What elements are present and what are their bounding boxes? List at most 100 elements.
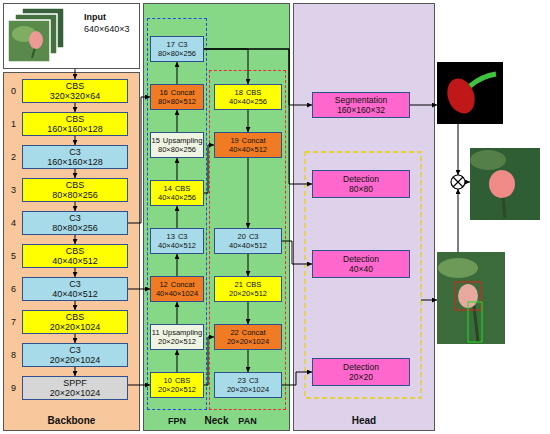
detection-image — [437, 252, 505, 344]
connector — [204, 337, 214, 385]
layer-number: 2 — [8, 152, 19, 162]
input-box: Input640×640×3 — [3, 3, 140, 69]
input-title: Input — [84, 11, 139, 23]
layer-box: 13C340×40×512 — [150, 228, 204, 254]
connector — [248, 254, 249, 276]
connector — [177, 110, 178, 132]
head-size: 20×20 — [349, 372, 373, 382]
layer-number: 11 — [152, 328, 160, 337]
connector — [204, 49, 312, 184]
layer-size: 160×160×128 — [47, 124, 103, 134]
layer-box: 16Concat80×80×512 — [150, 84, 204, 110]
layer-box: 23C320×20×1024 — [214, 372, 282, 398]
head-box: Detection80×80 — [312, 170, 410, 198]
layer-number: 3 — [8, 185, 19, 195]
layer-size: 20×20×1024 — [50, 388, 101, 398]
head-box: Segmentation160×160×32 — [312, 92, 410, 118]
layer-size: 20×20×1024 — [50, 355, 101, 365]
layer-box: 18CBS40×40×256 — [214, 84, 282, 110]
panel-title: Neck — [143, 415, 290, 427]
layer-size: 80×80×512 — [158, 97, 196, 106]
layer-box: 11Upsampling20×20×512 — [150, 324, 204, 350]
layer-type: C3 — [178, 232, 188, 241]
connector — [177, 302, 178, 324]
connector — [177, 350, 178, 372]
layer-box: 12Concat40×40×1024 — [150, 276, 204, 302]
head-size: 160×160×32 — [337, 105, 385, 115]
connector — [204, 49, 312, 105]
connector — [75, 235, 76, 244]
layer-size: 20×20×512 — [158, 337, 196, 346]
multiply-symbol — [451, 175, 465, 189]
neck-panel: NeckFPN17C380×80×25616Concat80×80×51215U… — [143, 3, 290, 431]
connector — [75, 367, 76, 376]
layer-type: CBS — [66, 114, 85, 124]
layer-box: 22 Concat20×20×1024 — [214, 324, 282, 350]
layer-size: 40×40×256 — [229, 97, 267, 106]
connector — [128, 97, 150, 223]
text-row: 23C3 — [238, 376, 259, 385]
connector — [204, 145, 214, 193]
layer-type: CBS — [246, 280, 261, 289]
head-box: Detection20×20 — [312, 358, 410, 386]
text-row: 12Concat — [159, 280, 194, 289]
layer-size: 20×20×512 — [158, 385, 196, 394]
layer-box: 3CBS80×80×256 — [22, 178, 128, 202]
layer-box: 2C3160×160×128 — [22, 145, 128, 169]
layer-box: 19Concat40×40×512 — [214, 132, 282, 158]
text-row: 21CBS — [235, 280, 262, 289]
backbone-panel: Backbone0CBS320×320×641CBS160×160×1282C3… — [3, 72, 140, 431]
layer-number: 0 — [8, 86, 19, 96]
head-size: 80×80 — [349, 184, 373, 194]
layer-type: Upsampling — [163, 136, 203, 145]
input-size: 640×640×3 — [84, 23, 139, 35]
layer-type: C3 — [69, 147, 81, 157]
layer-box: 20C340×40×512 — [214, 228, 282, 254]
text-row: 22 Concat — [230, 328, 265, 337]
layer-box: 21CBS20×20×512 — [214, 276, 282, 302]
layer-size: 80×80×256 — [158, 145, 196, 154]
connector — [248, 350, 249, 372]
layer-number: 22 — [230, 328, 238, 337]
output-wires — [410, 105, 470, 300]
layer-size: 20×20×1024 — [227, 337, 269, 346]
mask-image — [437, 62, 503, 124]
layer-type: CBS — [66, 180, 85, 190]
layer-type: C3 — [69, 213, 81, 223]
connector — [177, 62, 178, 84]
layer-box: 6C340×40×512 — [22, 277, 128, 301]
layer-size: 40×40×512 — [52, 289, 98, 299]
layer-size: 80×80×256 — [52, 223, 98, 233]
layer-type: CBS — [246, 88, 261, 97]
layer-number: 15 — [152, 136, 160, 145]
connector — [75, 268, 76, 277]
connector — [75, 136, 76, 145]
text-row: 15Upsampling — [152, 136, 203, 145]
detection-group — [305, 152, 421, 398]
layer-number: 18 — [235, 88, 243, 97]
layer-type: C3 — [249, 376, 259, 385]
layer-size: 80×80×256 — [158, 49, 196, 58]
layer-box: 0CBS320×320×64 — [22, 79, 128, 103]
connector — [177, 254, 178, 276]
pan-group: PAN18CBS40×40×25619Concat40×40×51220C340… — [209, 70, 286, 410]
head-type: Detection — [343, 254, 379, 264]
head-type: Detection — [343, 362, 379, 372]
layer-size: 40×40×1024 — [156, 289, 198, 298]
layer-type: Concat — [242, 136, 266, 145]
connector — [75, 301, 76, 310]
layer-number: 10 — [164, 376, 172, 385]
fpn-group: FPN17C380×80×25616Concat80×80×51215Upsam… — [147, 18, 207, 410]
layer-type: Upsampling — [163, 328, 203, 337]
layer-number: 21 — [235, 280, 243, 289]
layer-type: CBS — [66, 246, 85, 256]
layer-size: 40×40×256 — [158, 193, 196, 202]
layer-type: Concat — [242, 328, 266, 337]
layer-size: 80×80×256 — [52, 190, 98, 200]
layer-number: 4 — [8, 218, 19, 228]
layer-number: 14 — [164, 184, 172, 193]
group-title: PAN — [199, 415, 296, 427]
connector — [248, 302, 249, 324]
connector — [75, 202, 76, 211]
